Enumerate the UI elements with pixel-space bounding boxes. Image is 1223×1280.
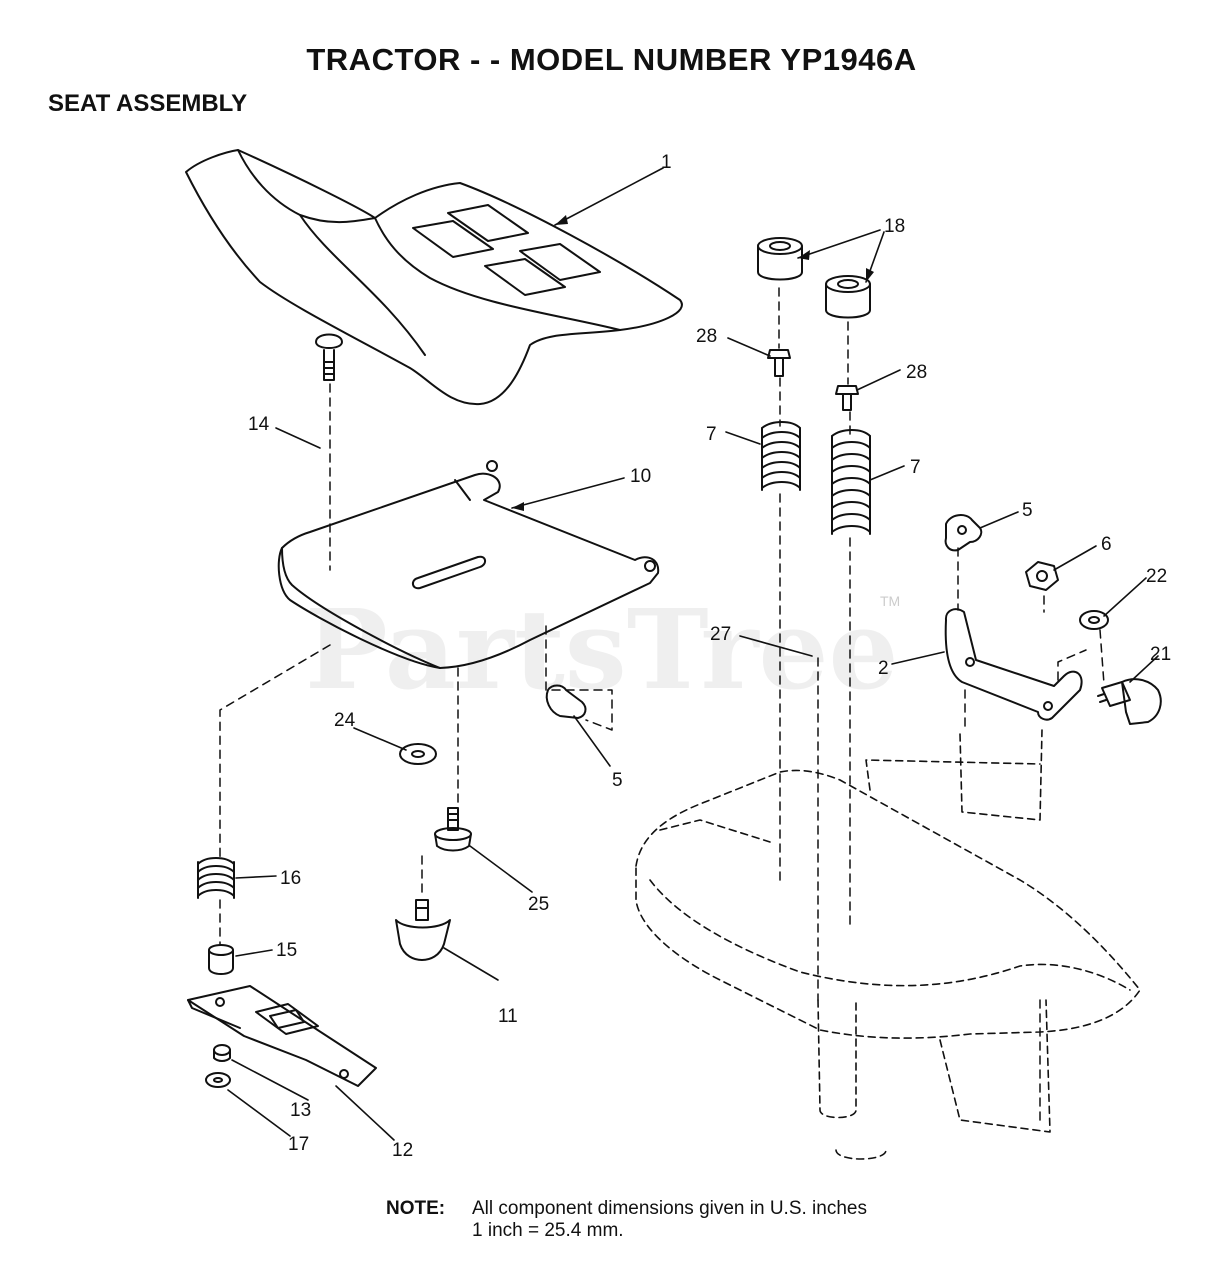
spring-part-7-right — [831, 429, 871, 535]
callout-5-upper: 5 — [1022, 500, 1033, 521]
callout-24: 24 — [334, 710, 356, 731]
callout-1: 1 — [661, 152, 672, 173]
spacer-part-15 — [208, 944, 234, 975]
spring-part-16 — [197, 857, 235, 899]
callout-11: 11 — [498, 1006, 518, 1027]
bolt-part-25 — [434, 807, 472, 852]
tractor-frame-outline — [635, 729, 1141, 1160]
callout-leader-lines — [227, 167, 1159, 1141]
note-label: NOTE: — [386, 1198, 446, 1219]
callout-28-left: 28 — [696, 326, 717, 347]
callout-28-right: 28 — [906, 362, 927, 383]
watermark-tm: TM — [880, 593, 900, 609]
note-line-2: 1 inch = 25.4 mm. — [472, 1220, 624, 1241]
callout-5-lower: 5 — [612, 770, 623, 791]
callout-12: 12 — [392, 1140, 413, 1161]
callout-6: 6 — [1101, 534, 1112, 555]
spring-part-7-left — [761, 421, 801, 491]
callout-18: 18 — [884, 216, 905, 237]
plate-part-12 — [187, 985, 377, 1087]
nut-part-13 — [213, 1044, 231, 1062]
callout-labels: 1 18 28 28 14 10 7 7 5 6 22 27 2 21 24 5… — [248, 152, 1171, 1161]
section-title: SEAT ASSEMBLY — [48, 90, 248, 117]
washer-part-24 — [399, 743, 437, 765]
fastener-part-28-left — [767, 349, 791, 377]
callout-13: 13 — [290, 1100, 311, 1121]
callout-25: 25 — [528, 894, 549, 915]
switch-part-21 — [1097, 678, 1162, 725]
washer-part-17 — [205, 1072, 231, 1088]
page-title: TRACTOR - - MODEL NUMBER YP1946A — [306, 42, 917, 77]
callout-14: 14 — [248, 414, 270, 435]
clip-part-5-upper — [944, 514, 983, 552]
bracket-part-2 — [944, 608, 1083, 721]
callout-7-left: 7 — [706, 424, 717, 445]
callout-arrowheads — [512, 215, 874, 511]
callout-22: 22 — [1146, 566, 1167, 587]
bushing-part-18-right — [825, 275, 871, 319]
bolt-part-14 — [315, 333, 343, 381]
note-line-1: All component dimensions given in U.S. i… — [472, 1198, 867, 1219]
callout-17: 17 — [288, 1134, 309, 1155]
nut-part-6 — [1025, 561, 1059, 591]
washer-part-22 — [1079, 610, 1109, 630]
callout-10: 10 — [630, 466, 651, 487]
knob-part-11 — [395, 899, 451, 961]
assembly-guide-lines — [219, 287, 1105, 1121]
fastener-part-28-right — [835, 385, 859, 411]
watermark-partstree: PartsTree — [305, 585, 899, 714]
callout-2: 2 — [878, 658, 889, 679]
callout-7-right: 7 — [910, 457, 921, 478]
callout-21: 21 — [1150, 644, 1171, 665]
callout-16: 16 — [280, 868, 301, 889]
seat-pan-part-10 — [277, 460, 660, 669]
callout-27: 27 — [710, 624, 731, 645]
clip-part-5-lower — [545, 684, 587, 719]
callout-15: 15 — [276, 940, 297, 961]
seat-part-1 — [185, 149, 683, 406]
bushing-part-18-left — [757, 237, 803, 281]
